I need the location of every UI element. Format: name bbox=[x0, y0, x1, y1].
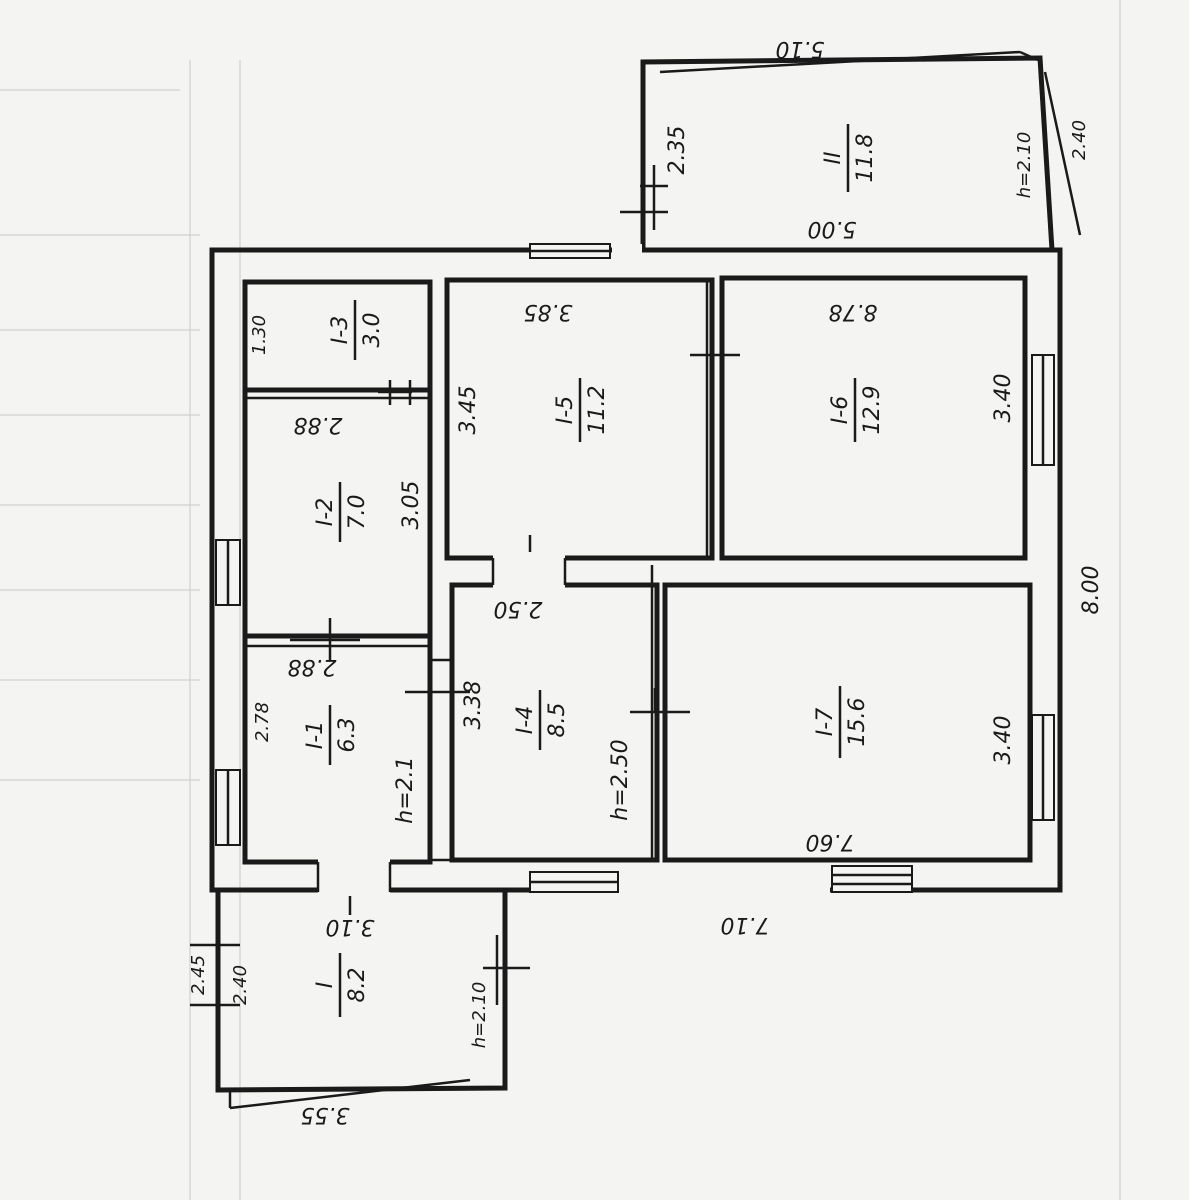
dimension-labels: 5.10 5.00 2.35 h=2.10 2.40 1.30 3.85 8.7… bbox=[188, 36, 1104, 1127]
room-1-id: I-1 bbox=[303, 721, 328, 749]
room-3-label: I-3 3.0 bbox=[328, 300, 385, 360]
dim-3-10: 3.10 bbox=[326, 914, 375, 939]
dim-3-05: 3.05 bbox=[399, 481, 424, 530]
background-form-lines bbox=[0, 0, 1121, 1200]
dim-3-40-upper: 3.40 bbox=[991, 374, 1016, 423]
dim-3-55: 3.55 bbox=[301, 1102, 350, 1127]
dim-5-10: 5.10 bbox=[776, 36, 825, 61]
room-7-label: I-7 15.6 bbox=[813, 686, 870, 758]
annex-II-area: 11.8 bbox=[853, 134, 878, 183]
window-left-upper bbox=[215, 539, 241, 606]
window-top bbox=[529, 243, 611, 259]
room-4-label: I-4 8.5 bbox=[513, 690, 570, 750]
room-7-area: 15.6 bbox=[845, 698, 870, 747]
dim-2-50: 2.50 bbox=[494, 596, 543, 621]
interior-walls bbox=[242, 275, 1033, 865]
dim-3-85: 3.85 bbox=[524, 299, 573, 324]
room-labels: I-1 6.3 I-2 7.0 I-3 3.0 I-4 8.5 I-5 11.2 bbox=[303, 124, 885, 1017]
annex-II-id: II bbox=[821, 152, 846, 165]
dim-2-35: 2.35 bbox=[665, 126, 690, 175]
room-1-label: I-1 6.3 bbox=[303, 705, 360, 765]
dim-2-40-annex: 2.40 bbox=[1069, 120, 1090, 160]
room-5-label: I-5 11.2 bbox=[553, 378, 610, 442]
room-6-label: I-6 12.9 bbox=[828, 378, 885, 442]
room-2-id: I-2 bbox=[313, 498, 338, 526]
dim-3-38: 3.38 bbox=[461, 681, 486, 730]
room-6-area: 12.9 bbox=[860, 386, 885, 435]
dim-h-2-10-annex: h=2.10 bbox=[1014, 132, 1035, 199]
room-4-id: I-4 bbox=[513, 706, 538, 734]
door-openings bbox=[316, 244, 830, 896]
windows bbox=[215, 243, 1055, 893]
dim-h-2-10-porch: h=2.10 bbox=[469, 982, 490, 1049]
window-bottom-left bbox=[529, 871, 619, 893]
window-right-upper bbox=[1031, 354, 1055, 466]
window-left-lower bbox=[215, 769, 241, 846]
dim-3-40-lower: 3.40 bbox=[991, 716, 1016, 765]
porch-I-id: I bbox=[313, 982, 338, 989]
dim-5-00: 5.00 bbox=[808, 216, 857, 241]
room-2-label: I-2 7.0 bbox=[313, 482, 370, 542]
room-7-id: I-7 bbox=[813, 708, 838, 736]
dim-2-45: 2.45 bbox=[188, 955, 209, 995]
room-3-id: I-3 bbox=[328, 316, 353, 344]
room-3-area: 3.0 bbox=[360, 313, 385, 348]
dim-7-60: 7.60 bbox=[806, 829, 855, 854]
room-1-area: 6.3 bbox=[335, 718, 360, 753]
dim-7-10: 7.10 bbox=[721, 912, 770, 937]
window-bottom-right bbox=[831, 865, 913, 893]
room-2-area: 7.0 bbox=[345, 495, 370, 530]
porch-I-label: I 8.2 bbox=[313, 953, 370, 1017]
dim-3-45: 3.45 bbox=[456, 386, 481, 435]
dim-h-2-1: h=2.1 bbox=[393, 756, 418, 823]
dim-2-40-porch: 2.40 bbox=[230, 965, 251, 1005]
dim-2-78: 2.78 bbox=[252, 702, 273, 742]
porch-I-walls bbox=[190, 890, 530, 1110]
dim-8-00: 8.00 bbox=[1079, 566, 1104, 615]
main-house-walls bbox=[209, 247, 1063, 893]
annex-II-label: II 11.8 bbox=[821, 124, 878, 192]
dim-2-88-upper: 2.88 bbox=[294, 412, 343, 437]
room-5-id: I-5 bbox=[553, 396, 578, 424]
porch-I-area: 8.2 bbox=[345, 968, 370, 1003]
dim-2-88-lower: 2.88 bbox=[288, 654, 337, 679]
dim-1-30: 1.30 bbox=[249, 315, 270, 355]
room-5-area: 11.2 bbox=[585, 386, 610, 435]
window-right-lower bbox=[1031, 714, 1055, 821]
room-6-id: I-6 bbox=[828, 396, 853, 424]
dim-h-2-50: h=2.50 bbox=[608, 739, 633, 820]
annex-II-walls bbox=[620, 50, 1082, 251]
room-4-area: 8.5 bbox=[545, 703, 570, 738]
dim-8-78: 8.78 bbox=[829, 299, 878, 324]
